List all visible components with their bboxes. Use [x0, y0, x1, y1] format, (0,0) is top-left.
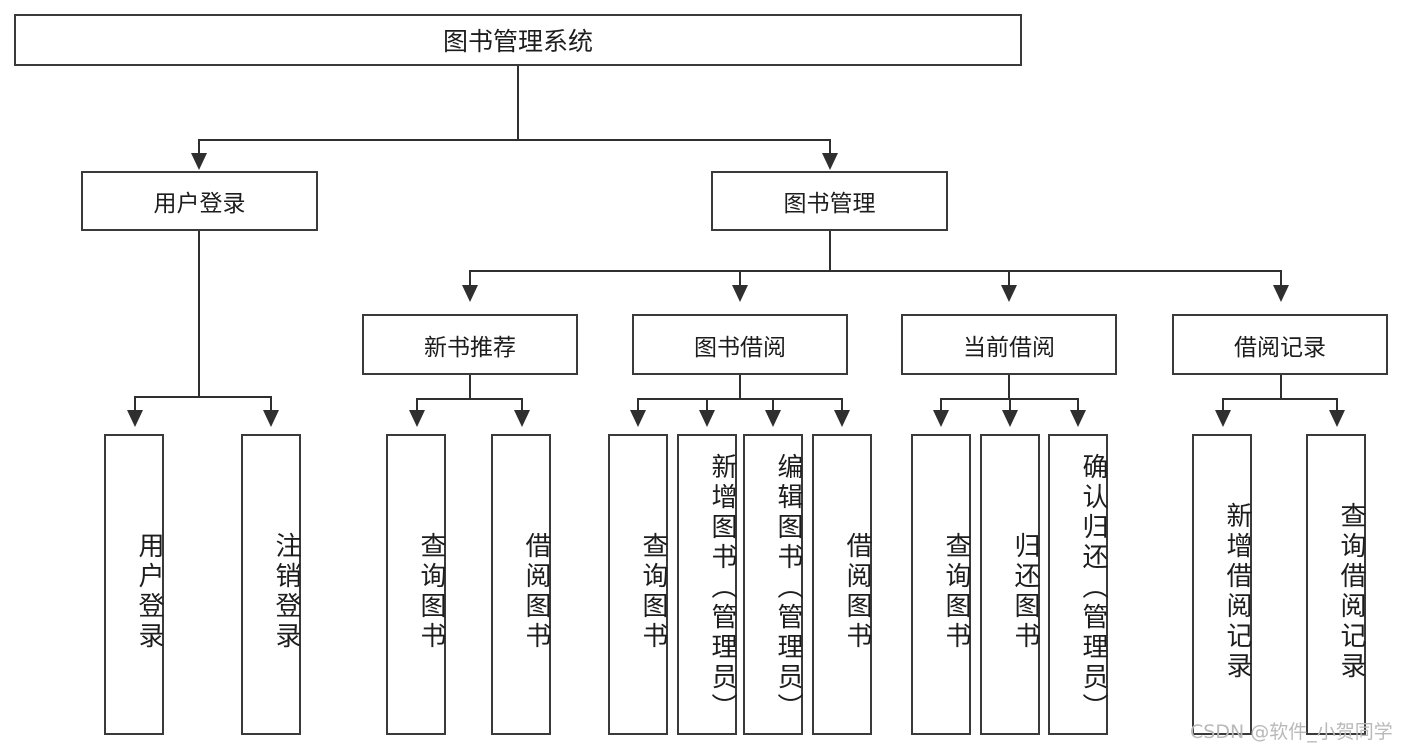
- arrowhead-current-borrow-leaf-3: [1070, 410, 1086, 427]
- arrowhead-book-manage-record: [1273, 285, 1289, 302]
- connector-book-manage-to-current: [1008, 270, 1010, 288]
- arrowhead-book-borrow-leaf-4: [834, 410, 850, 427]
- node-book-manage[interactable]: 图书管理: [711, 171, 948, 231]
- arrowhead-new-book-leaf-2: [514, 410, 530, 427]
- arrowhead-book-borrow-leaf-1: [630, 410, 646, 427]
- node-new-book-recommend[interactable]: 新书推荐: [362, 314, 578, 375]
- connector-current-borrow-to-leaf-2: [1009, 398, 1011, 412]
- connector-book-borrow-to-leaf-3: [772, 398, 774, 412]
- connector-book-manage-stem: [829, 231, 831, 272]
- arrowhead-user-login-leaf-2: [263, 410, 279, 427]
- leaf-book-borrow-borrow-book[interactable]: 借阅图书: [812, 434, 872, 735]
- connector-current-borrow-to-leaf-3: [1077, 398, 1079, 412]
- node-book-borrow[interactable]: 图书借阅: [632, 314, 848, 375]
- leaf-new-book-borrow-book[interactable]: 借阅图书: [491, 434, 551, 735]
- connector-root-stem: [517, 66, 519, 140]
- connector-book-borrow-to-leaf-1: [637, 398, 639, 412]
- connector-book-borrow-to-leaf-2: [706, 398, 708, 412]
- arrowhead-book-manage-current: [1001, 285, 1017, 302]
- connector-current-borrow-to-leaf-1: [940, 398, 942, 412]
- connector-book-manage-to-new-book: [469, 270, 471, 288]
- arrowhead-root-to-book-manage: [822, 153, 838, 170]
- leaf-current-borrow-query-book[interactable]: 查询图书: [911, 434, 971, 735]
- arrowhead-user-login-leaf-1: [127, 410, 143, 427]
- node-borrow-record[interactable]: 借阅记录: [1172, 314, 1388, 375]
- arrowhead-root-to-user-login: [191, 153, 207, 170]
- arrowhead-borrow-record-leaf-1: [1215, 410, 1231, 427]
- connector-book-manage-to-borrow: [739, 270, 741, 288]
- leaf-book-borrow-edit-book-admin[interactable]: 编辑图书（管理员）: [743, 434, 803, 735]
- arrowhead-book-borrow-leaf-3: [765, 410, 781, 427]
- connector-new-book-to-leaf-1: [416, 398, 418, 412]
- connector-book-borrow-stem: [739, 375, 741, 399]
- connector-borrow-record-bus: [1222, 398, 1338, 400]
- leaf-borrow-record-query-record[interactable]: 查询借阅记录: [1306, 434, 1366, 735]
- connector-root-bus: [198, 139, 831, 141]
- leaf-new-book-query-book[interactable]: 查询图书: [386, 434, 446, 735]
- csdn-watermark: CSDN @软件_小贺同学: [1190, 721, 1393, 743]
- connector-user-login-to-leaf-1: [134, 396, 136, 412]
- connector-borrow-record-to-leaf-1: [1222, 398, 1224, 412]
- arrowhead-book-manage-borrow: [732, 285, 748, 302]
- connector-current-borrow-stem: [1008, 375, 1010, 399]
- connector-user-login-to-leaf-2: [270, 396, 272, 412]
- connector-new-book-stem: [469, 375, 471, 399]
- connector-user-login-stem: [198, 231, 200, 397]
- leaf-book-borrow-query-book[interactable]: 查询图书: [608, 434, 668, 735]
- node-user-login[interactable]: 用户登录: [81, 171, 318, 231]
- leaf-user-login-logout[interactable]: 注销登录: [241, 434, 301, 735]
- connector-borrow-record-stem: [1280, 375, 1282, 399]
- arrowhead-new-book-leaf-1: [409, 410, 425, 427]
- connector-borrow-record-to-leaf-2: [1336, 398, 1338, 412]
- connector-new-book-bus: [416, 398, 523, 400]
- arrowhead-book-borrow-leaf-2: [699, 410, 715, 427]
- arrowhead-current-borrow-leaf-1: [933, 410, 949, 427]
- leaf-current-borrow-confirm-return-admin[interactable]: 确认归还（管理员）: [1048, 434, 1108, 735]
- connector-root-to-user-login: [198, 139, 200, 157]
- arrowhead-current-borrow-leaf-2: [1002, 410, 1018, 427]
- connector-root-to-book-manage: [829, 139, 831, 157]
- node-root-system[interactable]: 图书管理系统: [14, 14, 1022, 66]
- leaf-current-borrow-return-book[interactable]: 归还图书: [980, 434, 1040, 735]
- connector-new-book-to-leaf-2: [521, 398, 523, 412]
- node-current-borrow[interactable]: 当前借阅: [901, 314, 1117, 375]
- connector-book-manage-bus: [469, 270, 1281, 272]
- connector-user-login-bus: [134, 396, 271, 398]
- leaf-borrow-record-add-record[interactable]: 新增借阅记录: [1192, 434, 1252, 735]
- arrowhead-book-manage-new-book: [462, 285, 478, 302]
- connector-book-borrow-bus: [637, 398, 842, 400]
- connector-book-manage-to-record: [1280, 270, 1282, 288]
- arrowhead-borrow-record-leaf-2: [1329, 410, 1345, 427]
- leaf-user-login-login[interactable]: 用户登录: [104, 434, 164, 735]
- connector-book-borrow-to-leaf-4: [841, 398, 843, 412]
- leaf-book-borrow-add-book-admin[interactable]: 新增图书（管理员）: [677, 434, 737, 735]
